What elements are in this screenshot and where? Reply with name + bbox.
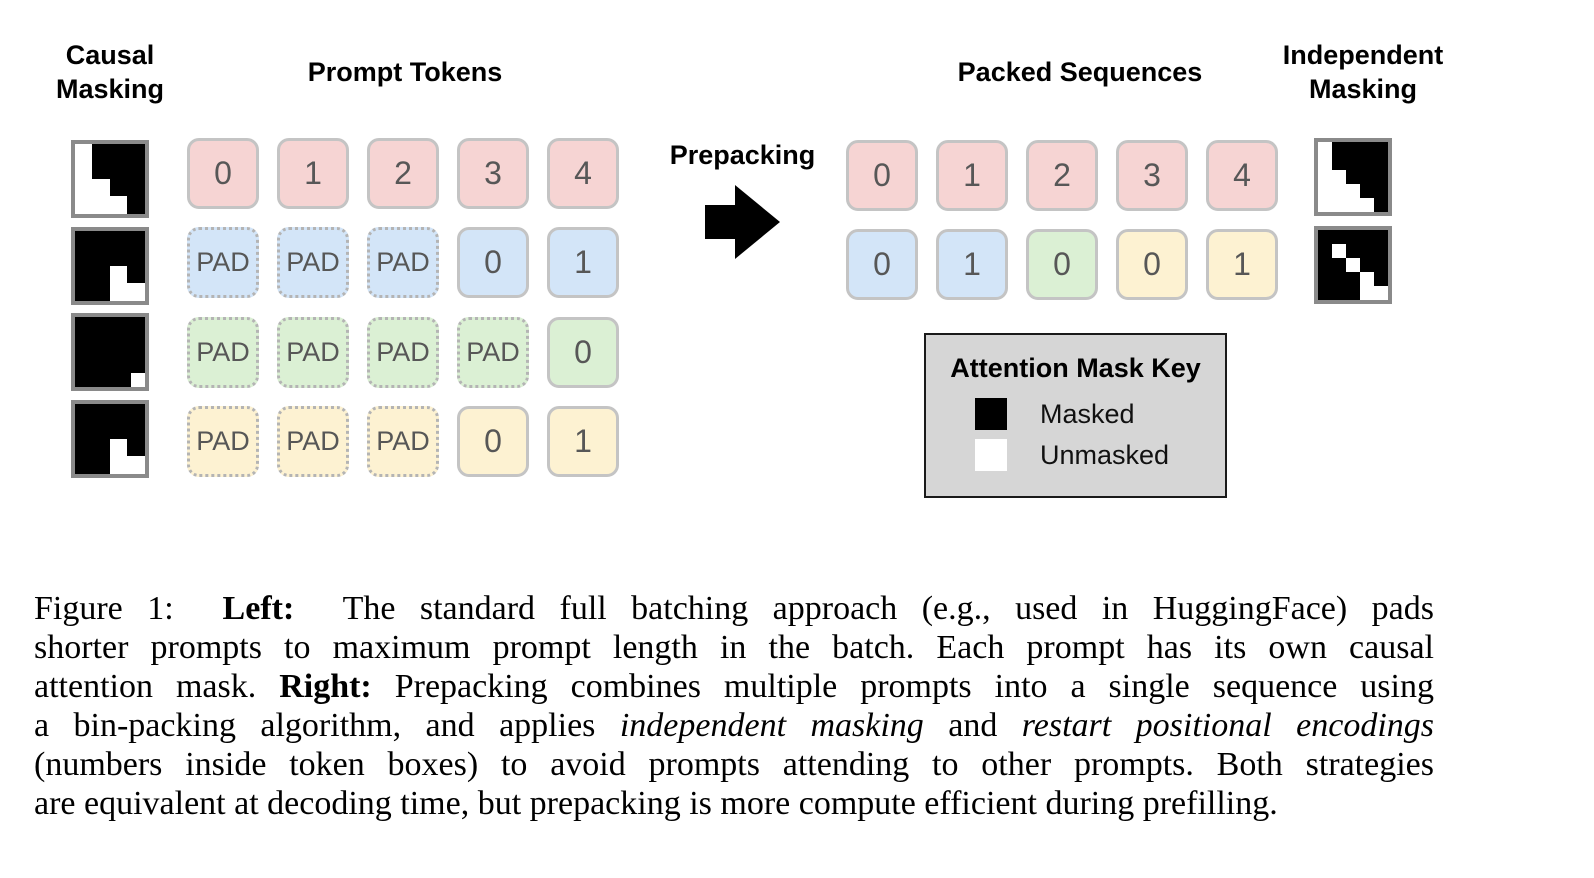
caption-text: a bin-packing algorithm, and applies <box>34 707 620 744</box>
pad-token: PAD <box>277 406 349 477</box>
packed-token: 0 <box>1116 229 1188 300</box>
pad-token: PAD <box>187 227 259 298</box>
caption-bold: Left: <box>222 590 295 627</box>
caption-bold: Right: <box>279 668 372 705</box>
causal-mask-row-2 <box>71 227 149 305</box>
caption-text: are equivalent at decoding time, but pre… <box>34 785 1278 822</box>
caption-line: a bin-packing algorithm, and applies ind… <box>34 706 1434 745</box>
pad-token: PAD <box>277 317 349 388</box>
pad-token: PAD <box>187 406 259 477</box>
caption-italic: restart positional encodings <box>1021 707 1434 744</box>
masked-swatch <box>975 398 1007 430</box>
prompt-token: 1 <box>547 227 619 298</box>
prompt-token: 2 <box>367 138 439 209</box>
prepacking-label: Prepacking <box>669 140 816 170</box>
caption-text: and <box>923 707 1022 744</box>
prompt-token: 0 <box>457 227 529 298</box>
legend-item-unmasked: Unmasked <box>975 439 1169 471</box>
legend-item-masked: Masked <box>975 398 1135 430</box>
legend-label-masked: Masked <box>1040 398 1135 429</box>
packed-token: 3 <box>1116 140 1188 211</box>
legend-label-unmasked: Unmasked <box>1040 439 1170 470</box>
unmasked-swatch <box>975 439 1007 471</box>
packed-sequences-header: Packed Sequences <box>957 57 1203 87</box>
independent-masking-header: Independent Masking <box>1282 40 1444 104</box>
caption-line: shorter prompts to maximum prompt length… <box>34 628 1434 667</box>
attention-mask-key: Attention Mask Key Masked Unmasked <box>924 333 1227 498</box>
prompt-tokens-header: Prompt Tokens <box>307 57 503 87</box>
packed-token: 0 <box>846 229 918 300</box>
pad-token: PAD <box>367 317 439 388</box>
packed-token: 1 <box>1206 229 1278 300</box>
prompt-token: 3 <box>457 138 529 209</box>
caption-text: shorter prompts to maximum prompt length… <box>34 629 1434 666</box>
caption-text: Figure 1: <box>34 590 223 627</box>
packed-token: 4 <box>1206 140 1278 211</box>
prompt-token: 0 <box>187 138 259 209</box>
caption-text: (numbers inside token boxes) to avoid pr… <box>34 746 1434 783</box>
caption-line: Figure 1: Left: The standard full batchi… <box>34 589 1434 628</box>
pad-token: PAD <box>277 227 349 298</box>
independent-mask-row-1 <box>1314 138 1392 216</box>
causal-mask-row-4 <box>71 400 149 478</box>
causal-masking-header: Causal Masking <box>55 40 165 104</box>
legend-title: Attention Mask Key <box>950 353 1201 383</box>
caption-text: attention mask. <box>34 668 280 705</box>
right-arrow-icon <box>705 185 780 259</box>
prompt-token: 0 <box>547 317 619 388</box>
packed-token: 1 <box>936 140 1008 211</box>
caption-italic: independent masking <box>619 707 924 744</box>
packed-token: 0 <box>846 140 918 211</box>
caption-line: (numbers inside token boxes) to avoid pr… <box>34 745 1434 784</box>
pad-token: PAD <box>457 317 529 388</box>
prompt-token: 1 <box>547 406 619 477</box>
prompt-token: 0 <box>457 406 529 477</box>
packed-token: 0 <box>1026 229 1098 300</box>
causal-mask-row-1 <box>71 140 149 218</box>
caption-line: attention mask. Right: Prepacking combin… <box>34 667 1434 706</box>
pad-token: PAD <box>187 317 259 388</box>
pad-token: PAD <box>367 227 439 298</box>
pad-token: PAD <box>367 406 439 477</box>
caption-text: Prepacking combines multiple prompts int… <box>371 668 1434 705</box>
independent-mask-row-2 <box>1314 226 1392 304</box>
packed-token: 2 <box>1026 140 1098 211</box>
caption-line: are equivalent at decoding time, but pre… <box>34 784 1434 823</box>
prompt-token: 4 <box>547 138 619 209</box>
packed-token: 1 <box>936 229 1008 300</box>
causal-mask-row-3 <box>71 313 149 391</box>
prompt-token: 1 <box>277 138 349 209</box>
caption-text: The standard full batching approach (e.g… <box>294 590 1434 627</box>
figure-caption: Figure 1: Left: The standard full batchi… <box>34 589 1434 823</box>
